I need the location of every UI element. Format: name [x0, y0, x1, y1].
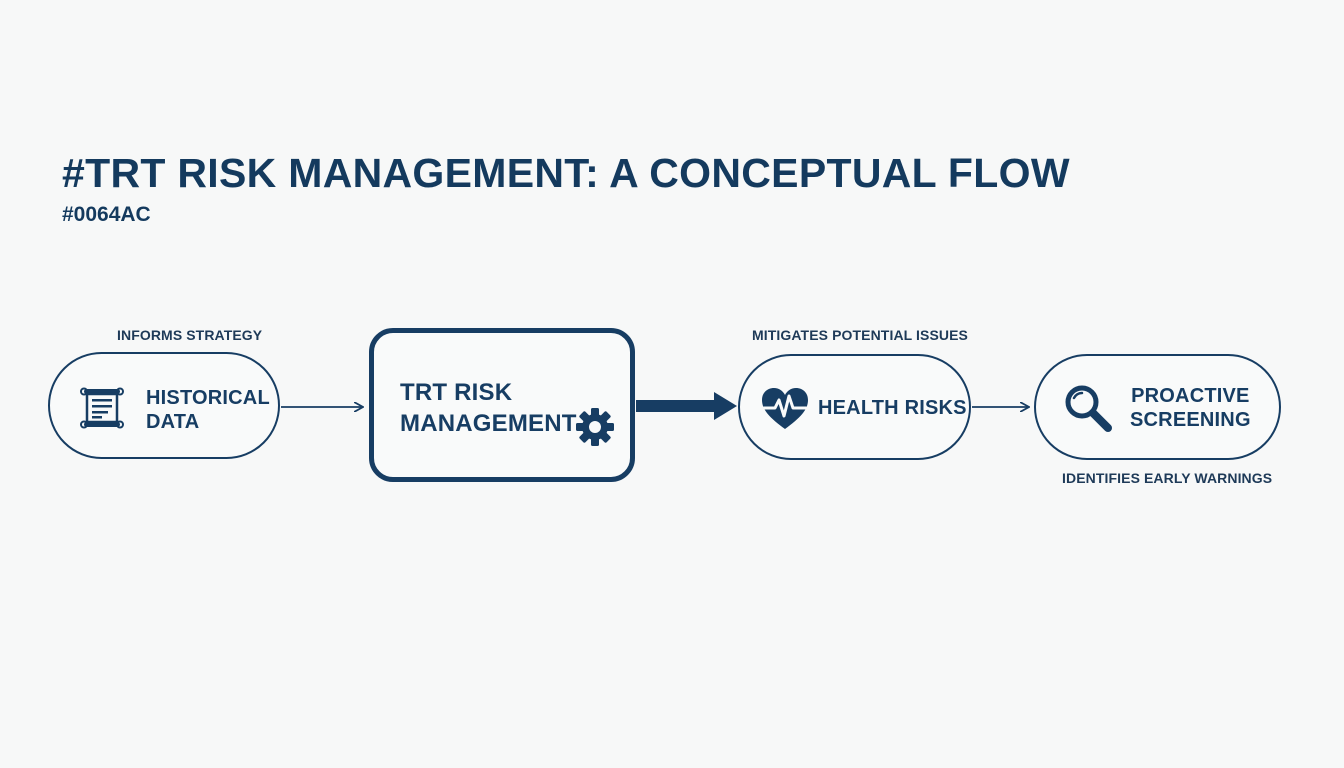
- node-proactive-screening: PROACTIVE SCREENING: [1034, 354, 1281, 460]
- node-trt-risk-management: TRT RISK MANAGEMENT: [369, 328, 635, 482]
- node-label-trt: TRT RISK MANAGEMENT: [400, 377, 577, 439]
- node-label-historical: HISTORICAL DATA: [146, 386, 270, 434]
- edge-trt-to-health: [636, 392, 737, 420]
- node-label-proactive: PROACTIVE SCREENING: [1130, 384, 1251, 432]
- node-label-line: SCREENING: [1130, 409, 1251, 431]
- page-subtitle: #0064AC: [62, 203, 151, 226]
- node-historical-data: HISTORICAL DATA: [48, 352, 280, 459]
- node-label-line: HISTORICAL: [146, 387, 270, 409]
- page-title: #TRT RISK MANAGEMENT: A CONCEPTUAL FLOW: [62, 150, 1070, 196]
- node-health-risks: HEALTH RISKS: [738, 354, 971, 460]
- node-label-line: MANAGEMENT: [400, 410, 577, 437]
- node-label-line: PROACTIVE: [1131, 385, 1250, 407]
- node-label-health: HEALTH RISKS: [818, 397, 967, 419]
- document-scroll-icon: [78, 384, 126, 437]
- magnifier-icon: [1062, 382, 1114, 439]
- edge-label-informs: INFORMS STRATEGY: [117, 327, 263, 343]
- heart-pulse-icon: [760, 386, 810, 437]
- node-label-line: DATA: [146, 411, 200, 433]
- edge-label-identifies: IDENTIFIES EARLY WARNINGS: [1062, 470, 1273, 486]
- node-label-line: TRT RISK: [400, 379, 513, 406]
- gear-icon: [575, 407, 615, 452]
- edge-label-mitigates: MITIGATES POTENTIAL ISSUES: [752, 327, 968, 343]
